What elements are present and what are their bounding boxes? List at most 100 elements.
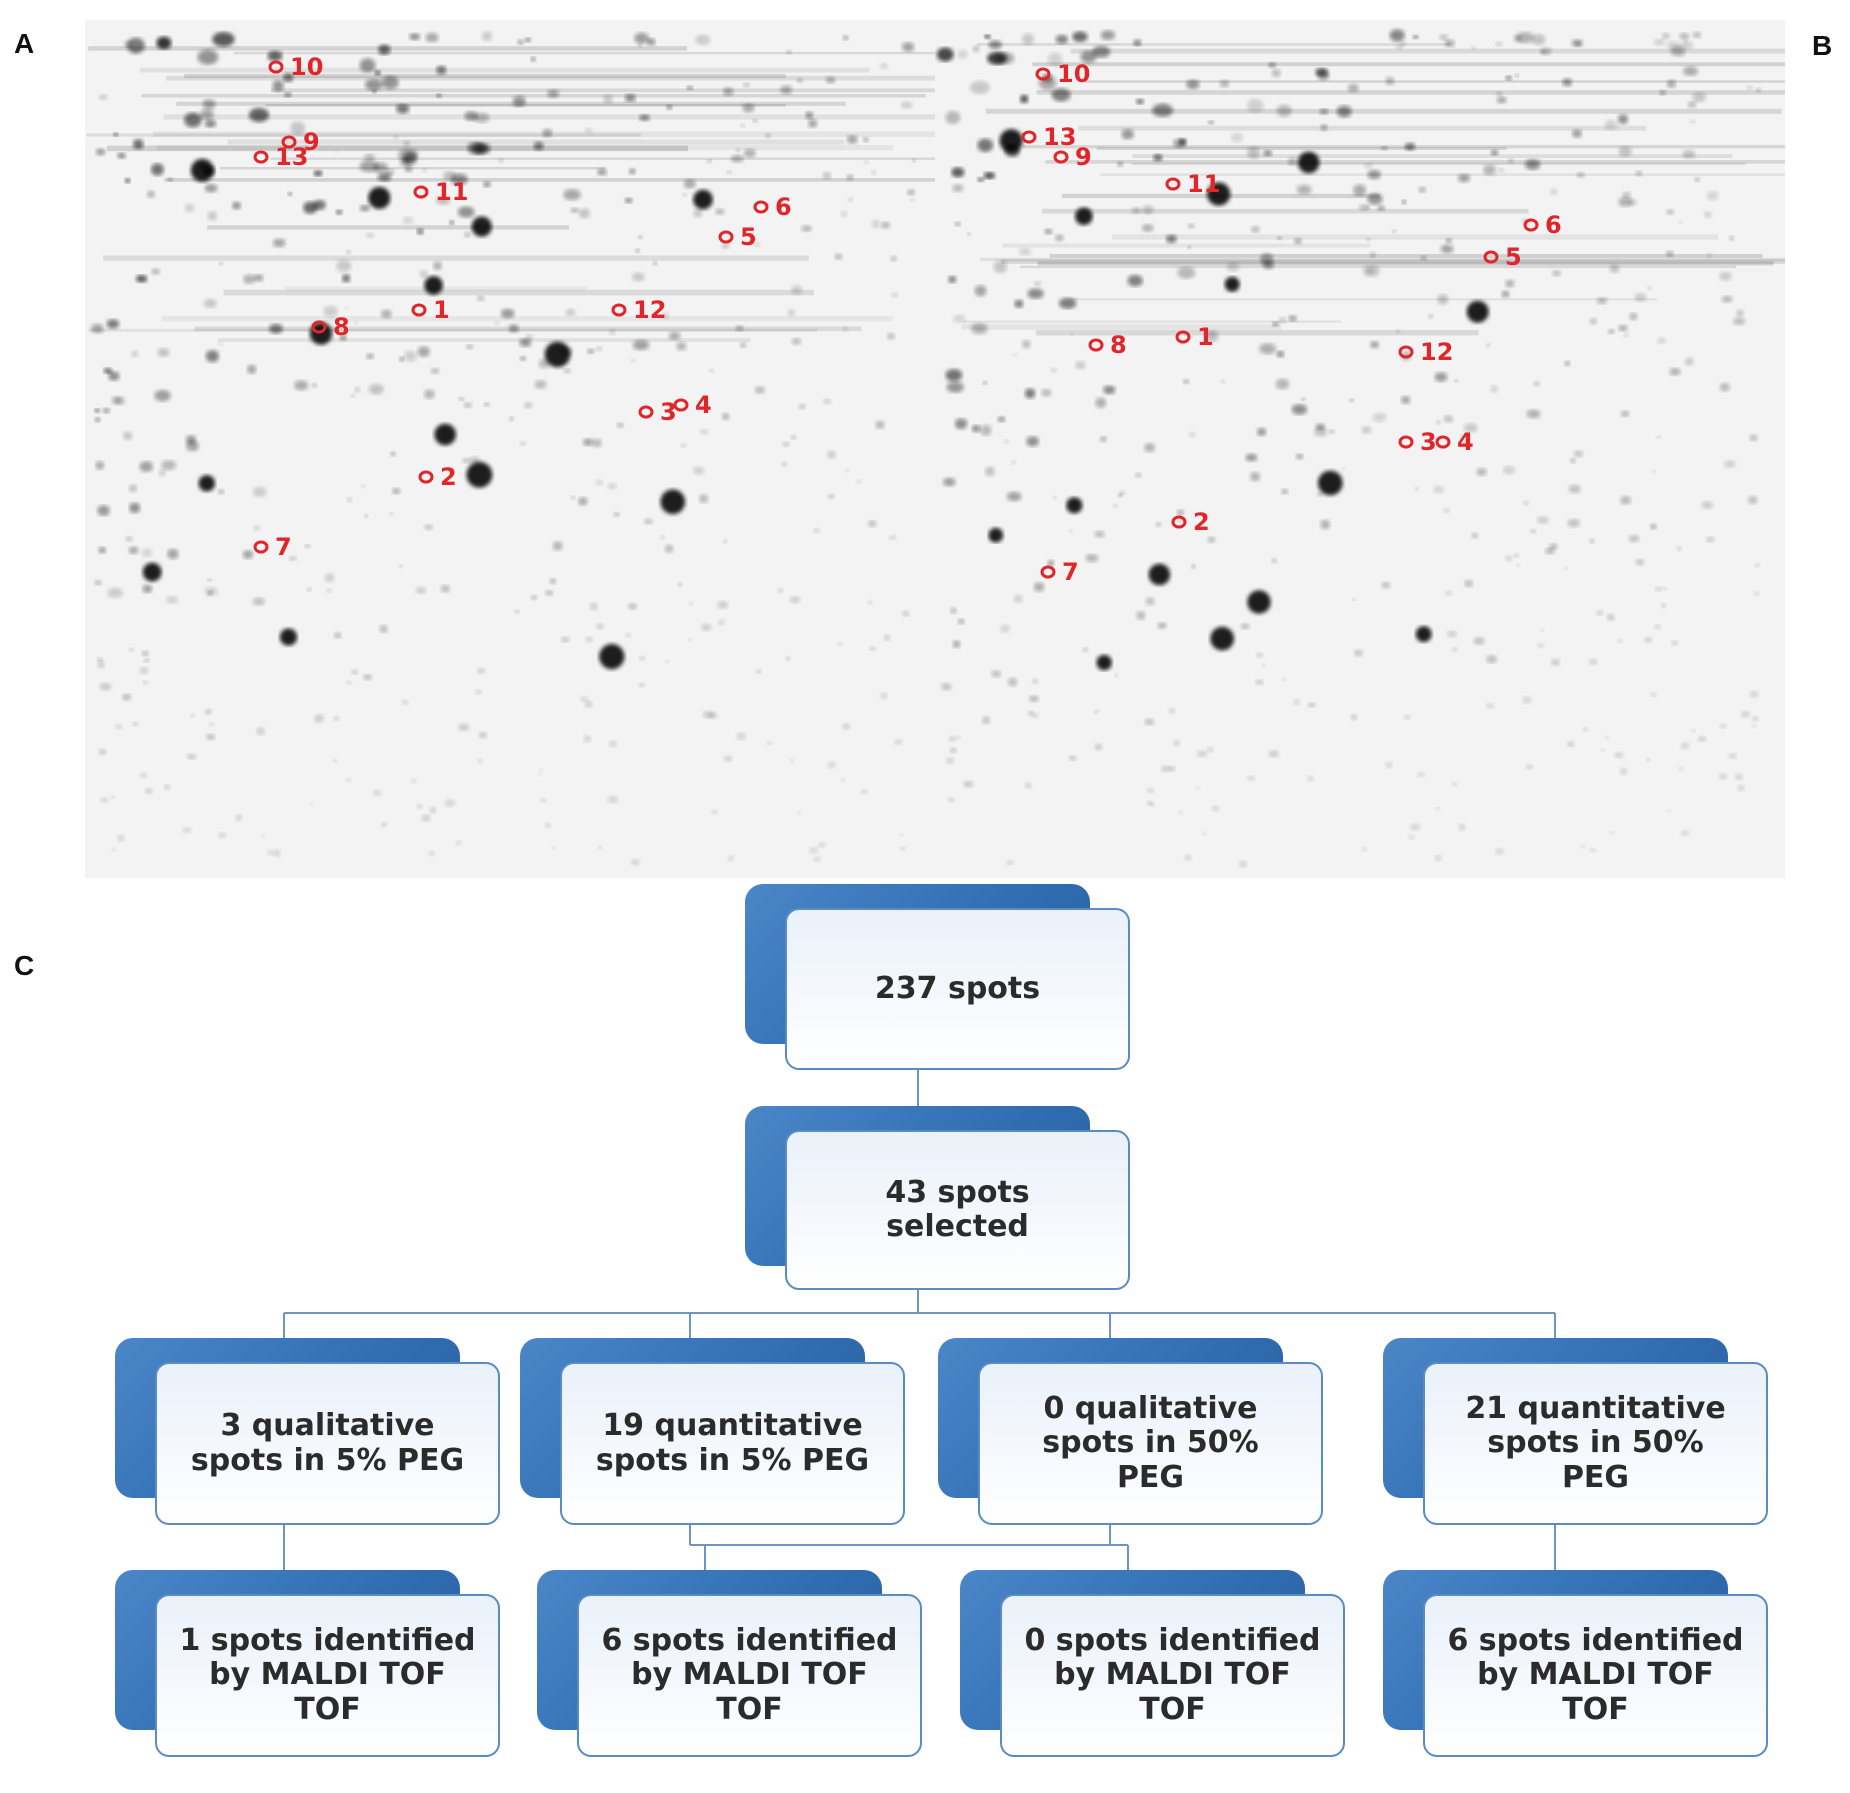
panel-letter-a: A: [14, 28, 35, 59]
gel-spot: [539, 798, 547, 803]
gel-spot: [1614, 752, 1624, 759]
gel-spot: [1145, 597, 1155, 606]
gel-spot: [834, 253, 843, 260]
gel-spot: [1495, 848, 1504, 855]
gel-spot: [1719, 382, 1731, 392]
gel-spot: [1719, 773, 1728, 780]
gel-spot: [683, 179, 696, 189]
gel-spot: [1458, 823, 1466, 831]
gel-spot: [483, 402, 490, 407]
gel-spot: [561, 636, 570, 643]
gel-spot: [617, 422, 624, 428]
gel-spot: [907, 189, 915, 196]
gel-spot: [269, 323, 283, 334]
gel-spot: [983, 172, 996, 180]
gel-spot-large: [1096, 654, 1112, 671]
gel-spot: [139, 667, 149, 674]
gel-spot: [287, 192, 293, 196]
gel-streak: [961, 324, 1282, 330]
flowchart-connectors: [283, 1070, 1556, 1570]
gel-spot: [790, 435, 797, 440]
gel-spot: [289, 556, 297, 561]
gel-spot: [957, 49, 968, 59]
gel-spot: [1498, 168, 1505, 173]
gel-spot: [1336, 105, 1352, 118]
gel-spot: [184, 112, 202, 128]
gel-spot: [1691, 729, 1696, 733]
gel-spot: [410, 778, 417, 784]
gel-spot: [715, 208, 725, 215]
gel-spot: [311, 383, 317, 388]
gel-spot: [1075, 361, 1086, 370]
gel-spot: [309, 801, 313, 805]
gel-spot: [630, 858, 640, 866]
gel-spot: [1006, 491, 1022, 502]
gel-spot: [1050, 367, 1058, 373]
gel-spot: [1047, 52, 1063, 66]
gel-spot: [249, 107, 269, 123]
gel-spot: [1272, 321, 1279, 327]
gel-spot: [596, 346, 603, 352]
gel-spot: [1263, 150, 1273, 157]
gel-spot: [95, 148, 106, 156]
gel-spot: [735, 148, 741, 153]
gel-spot: [481, 31, 493, 42]
gel-spot: [808, 847, 818, 854]
gel-spot: [980, 424, 992, 436]
gel-spot: [624, 197, 633, 204]
gel-spot: [1443, 415, 1454, 423]
gel-spot: [608, 740, 618, 747]
gel-spot: [950, 607, 957, 614]
gel-spot: [1055, 34, 1069, 44]
gel-spot: [1567, 741, 1575, 747]
gel-spot: [272, 238, 286, 248]
gel-spot: [462, 457, 470, 464]
gel-streak: [141, 93, 927, 98]
gel-spot: [151, 268, 160, 275]
gel-spot: [963, 780, 974, 788]
gel-spot: [542, 128, 553, 138]
spot-marker: [1165, 177, 1181, 191]
gel-spot: [464, 232, 471, 238]
gel-spot: [1545, 547, 1556, 555]
gel-spot: [1012, 353, 1018, 357]
spot-label: 8: [1110, 331, 1127, 359]
gel-spot: [789, 596, 801, 604]
gel-spot: [827, 450, 837, 459]
gel-spot: [1069, 755, 1077, 761]
gel-spot: [94, 408, 100, 413]
gel-spot: [1434, 372, 1448, 382]
gel-spot: [721, 243, 730, 249]
gel-spot: [1255, 679, 1264, 685]
gel-spot: [1169, 766, 1176, 772]
gel-spot: [1054, 234, 1064, 242]
gel-spot: [1296, 184, 1312, 195]
gel-spot: [699, 428, 709, 435]
gel-spot: [1563, 566, 1568, 570]
gel-spot: [1445, 238, 1453, 244]
gel-spot: [801, 225, 812, 232]
gel-spot: [477, 667, 486, 674]
gel-spot: [695, 34, 711, 46]
gel-spot: [1152, 103, 1173, 118]
gel-spot: [1208, 120, 1215, 125]
level3-box-4: 21 quantitative spots in 50% PEG: [1423, 1362, 1768, 1525]
gel-spot: [1363, 265, 1380, 277]
gel-spot: [1385, 76, 1395, 86]
gel-spot: [1173, 138, 1186, 148]
gel-spot: [1607, 614, 1615, 621]
gel-spot: [1596, 610, 1604, 616]
gel-spot: [545, 590, 554, 596]
gel-spot: [894, 739, 903, 745]
gel-spot: [99, 682, 112, 691]
gel-spot: [1412, 35, 1419, 39]
gel-spot: [1662, 32, 1670, 40]
gel-spot: [164, 784, 171, 791]
gel-spot: [91, 323, 104, 334]
gel-spot: [1600, 748, 1605, 752]
gel-spot: [631, 272, 645, 282]
gel-spot: [346, 681, 353, 685]
gel-spot: [585, 636, 593, 642]
selected-box: 43 spots selected: [785, 1130, 1130, 1290]
